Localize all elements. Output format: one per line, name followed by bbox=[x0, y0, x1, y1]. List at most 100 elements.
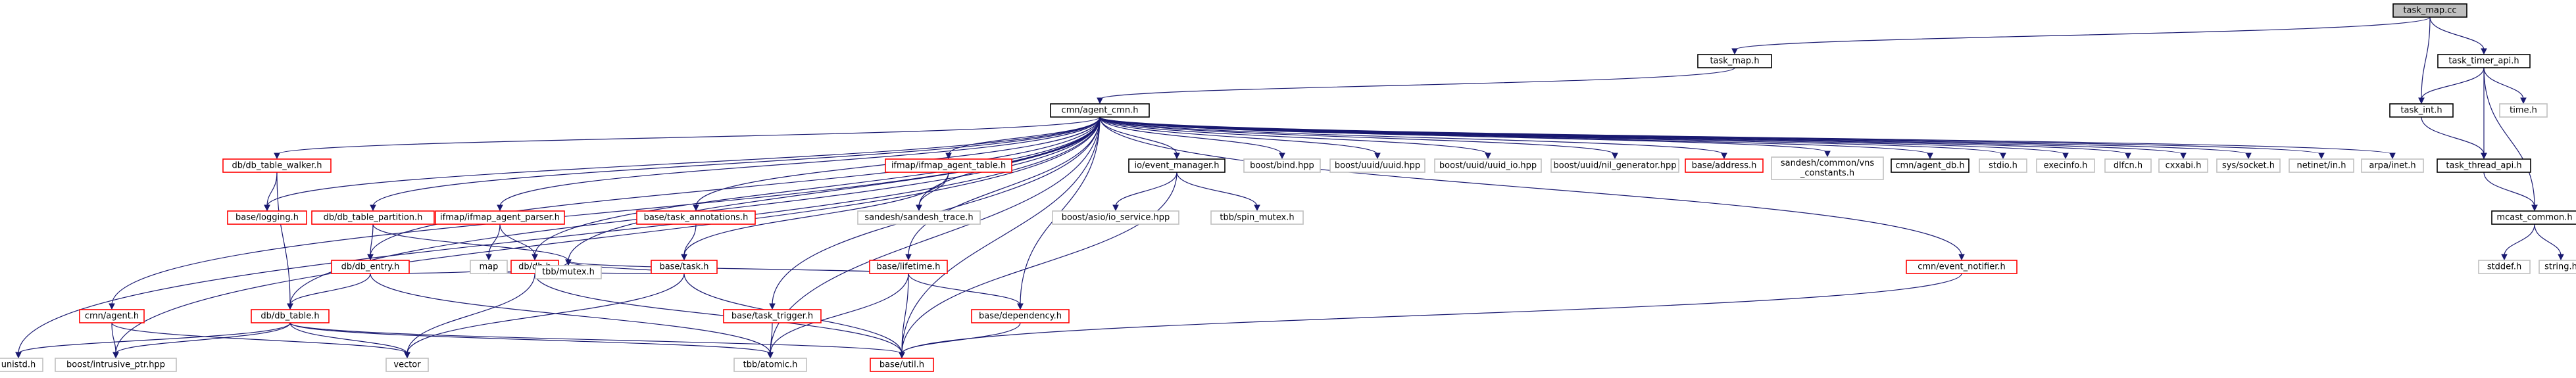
node-label: map bbox=[480, 262, 499, 272]
node-db-db-table-h[interactable]: db/db_table.h bbox=[251, 309, 330, 323]
edge-cmn_agent_cmn_h-to-boost_bind bbox=[1099, 116, 1283, 155]
node-box bbox=[535, 265, 602, 279]
edge-arrowhead bbox=[264, 204, 270, 212]
edge-arrowhead bbox=[1112, 204, 1119, 212]
edge-arrowhead bbox=[367, 254, 374, 261]
node-label: db/db_entry.h bbox=[341, 262, 400, 272]
node-base-task-trigger-h[interactable]: base/task_trigger.h bbox=[723, 309, 822, 323]
edge-db_db_h-to-base_util_h bbox=[534, 273, 903, 354]
edge-arrowhead bbox=[1254, 204, 1260, 212]
node-label: io/event_manager.h bbox=[1134, 161, 1219, 171]
node-label: cmn/event_notifier.h bbox=[1918, 262, 2006, 272]
node-label: db/db_table_walker.h bbox=[232, 161, 322, 171]
node-cxxabi-h: cxxabi.h bbox=[2158, 158, 2208, 173]
node-label: stddef.h bbox=[2487, 262, 2521, 272]
node-label: sys/socket.h bbox=[2222, 161, 2275, 171]
node-label: boost/uuid/nil_generator.hpp bbox=[1554, 161, 1677, 171]
node-box bbox=[2392, 3, 2467, 18]
edge-arrowhead bbox=[2389, 153, 2396, 160]
edge-task_int_h-to-task_thread_api_h bbox=[2421, 116, 2485, 155]
node-vector: vector bbox=[385, 358, 429, 372]
node-box bbox=[1771, 156, 1884, 180]
node-db-db-table-walker-h[interactable]: db/db_table_walker.h bbox=[222, 158, 332, 173]
edge-base_task_h-to-vector bbox=[407, 273, 685, 354]
node-boost-asio-io-service: boost/asio/io_service.hpp bbox=[1052, 210, 1179, 225]
edge-arrowhead bbox=[1174, 153, 1180, 160]
node-mcast-common-h[interactable]: mcast_common.h bbox=[2491, 210, 2576, 225]
node-time-h: time.h bbox=[2499, 103, 2548, 118]
node-base-dependency-h[interactable]: base/dependency.h bbox=[971, 309, 1070, 323]
edge-cmn_agent_h-to-vector bbox=[111, 322, 408, 354]
node-io-event-manager-h[interactable]: io/event_manager.h bbox=[1128, 158, 1226, 173]
edge-db_db_table_walker_h-to-db_db_table_h bbox=[276, 172, 291, 306]
edge-cmn_agent_cmn_h-to-unistd_h bbox=[18, 116, 1101, 354]
node-box bbox=[1434, 158, 1542, 173]
edge-arrowhead bbox=[2558, 254, 2564, 261]
node-box bbox=[2437, 54, 2531, 68]
node-sandesh-vns-constants: sandesh/common/vns_constants.h bbox=[1771, 156, 1884, 180]
node-cmn-event-notifier-h[interactable]: cmn/event_notifier.h bbox=[1906, 260, 2018, 274]
edge-task_timer_api_h-to-task_int_h bbox=[2421, 67, 2485, 100]
node-task-map-h[interactable]: task_map.h bbox=[1697, 54, 1772, 68]
node-sandesh-trace-h: sandesh/sandesh_trace.h bbox=[857, 210, 981, 225]
edge-mcast_common_h-to-string_h bbox=[2534, 224, 2562, 256]
node-db-db-entry-h[interactable]: db/db_entry.h bbox=[331, 260, 410, 274]
node-label: base/task_annotations.h bbox=[644, 213, 749, 223]
node-label: tbb/mutex.h bbox=[542, 268, 595, 277]
edge-db_db_table_h-to-vector bbox=[289, 322, 408, 354]
edge-arrowhead bbox=[916, 204, 922, 212]
edge-cmn_agent_cmn_h-to-base_address_h bbox=[1099, 116, 1725, 155]
edge-arrowhead bbox=[681, 254, 687, 261]
edge-io_event_manager_h-to-boost_asio_io_service bbox=[1115, 172, 1177, 207]
node-cmn-agent-h[interactable]: cmn/agent.h bbox=[79, 309, 145, 323]
node-label: task_thread_api.h bbox=[2446, 161, 2521, 171]
edges-layer bbox=[15, 16, 2564, 359]
edge-arrowhead bbox=[1612, 153, 1618, 160]
node-box bbox=[55, 358, 177, 372]
node-cmn-agent-cmn-h[interactable]: cmn/agent_cmn.h bbox=[1050, 103, 1150, 118]
node-task-timer-api-h[interactable]: task_timer_api.h bbox=[2437, 54, 2531, 68]
edge-arrowhead bbox=[769, 303, 776, 310]
node-base-lifetime-h[interactable]: base/lifetime.h bbox=[869, 260, 948, 274]
node-dlfcn-h: dlfcn.h bbox=[2104, 158, 2152, 173]
node-boost-uuid-nil: boost/uuid/nil_generator.hpp bbox=[1550, 158, 1679, 173]
edge-arrowhead bbox=[2481, 48, 2487, 55]
edge-arrowhead bbox=[532, 254, 538, 261]
node-ifmap-agent-table-h[interactable]: ifmap/ifmap_agent_table.h bbox=[885, 158, 1012, 173]
node-box bbox=[1329, 158, 1425, 173]
node-label: base/dependency.h bbox=[979, 312, 1062, 321]
edge-cmn_agent_cmn_h-to-ifmap_agent_parser_h bbox=[499, 116, 1101, 207]
node-task-int-h[interactable]: task_int.h bbox=[2389, 103, 2454, 118]
edge-task_map_cc-to-task_map_h bbox=[1734, 16, 2431, 51]
edge-db_db_table_partition_h-to-tbb_mutex_h bbox=[372, 224, 569, 262]
edge-ifmap_agent_parser_h-to-db_db_h bbox=[499, 224, 535, 256]
edge-task_timer_api_h-to-mcast_common_h bbox=[2483, 67, 2535, 207]
node-label: netinet/in.h bbox=[2297, 161, 2346, 171]
edge-base_lifetime_h-to-base_util_h bbox=[901, 273, 909, 354]
node-cmn-agent-db-h[interactable]: cmn/agent_db.h bbox=[1891, 158, 1969, 173]
node-base-util-h[interactable]: base/util.h bbox=[870, 358, 934, 372]
node-label: base/task.h bbox=[659, 262, 708, 272]
node-label: cmn/agent_cmn.h bbox=[1062, 106, 1139, 116]
node-task-thread-api-h[interactable]: task_thread_api.h bbox=[2437, 158, 2531, 173]
node-box bbox=[2036, 158, 2095, 173]
edge-arrowhead bbox=[1927, 153, 1933, 160]
node-base-logging-h[interactable]: base/logging.h bbox=[227, 210, 307, 225]
nodes-layer: task_map.cc task_map.h task_timer_api.hcmn… bbox=[0, 3, 2576, 372]
node-tbb-atomic-h: tbb/atomic.h bbox=[733, 358, 807, 372]
node-base-task-h[interactable]: base/task.h bbox=[651, 260, 718, 274]
node-db-db-table-partition-h[interactable]: db/db_table_partition.h bbox=[311, 210, 435, 225]
node-base-address-h[interactable]: base/address.h bbox=[1685, 158, 1764, 173]
edge-io_event_manager_h-to-tbb_spin_mutex_h bbox=[1176, 172, 1258, 207]
edge-cmn_agent_cmn_h-to-ifmap_agent_table_h bbox=[948, 116, 1101, 155]
node-base-task-annotations-h[interactable]: base/task_annotations.h bbox=[636, 210, 756, 225]
edge-arrowhead bbox=[1824, 151, 1831, 158]
edge-db_db_h-to-vector bbox=[407, 273, 535, 354]
edge-arrowhead bbox=[767, 352, 774, 359]
node-tbb-spin-mutex-h: tbb/spin_mutex.h bbox=[1210, 210, 1304, 225]
node-ifmap-agent-parser-h[interactable]: ifmap/ifmap_agent_parser.h bbox=[435, 210, 565, 225]
edge-cmn_agent_cmn_h-to-arpa_inet_h bbox=[1099, 116, 2393, 155]
node-task-map-cc[interactable]: task_map.cc bbox=[2392, 3, 2467, 18]
edge-task_timer_api_h-to-time_h bbox=[2483, 67, 2524, 100]
